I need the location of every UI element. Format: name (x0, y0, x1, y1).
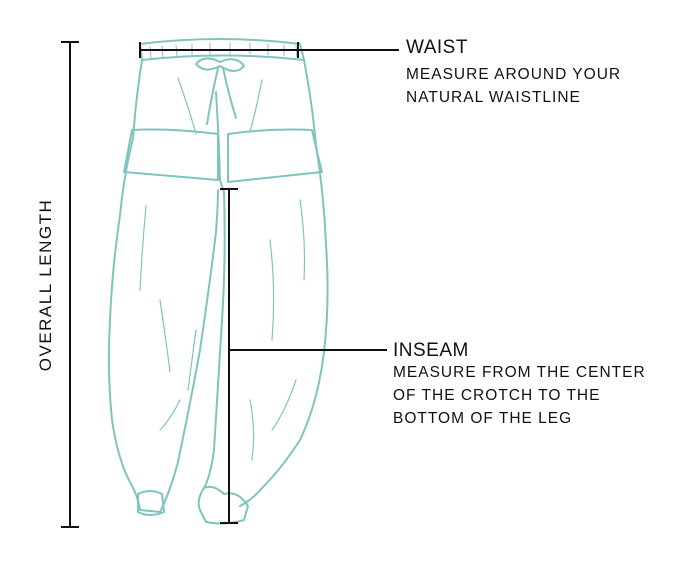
left-pocket (123, 128, 219, 181)
waist-title: WAIST (406, 37, 468, 58)
inseam-desc-line-2: OF THE CROTCH TO THE (393, 387, 601, 404)
drawstring-tails (206, 67, 237, 125)
inseam-title: INSEAM (393, 340, 469, 361)
inseam-description: MEASURE FROM THE CENTER OF THE CROTCH TO… (393, 361, 646, 430)
inseam-desc-line-1: MEASURE FROM THE CENTER (393, 364, 646, 381)
overall-length-label: OVERALL LENGTH (36, 198, 55, 372)
fabric-folds (139, 77, 306, 461)
left-hip-and-leg (107, 59, 219, 513)
right-leg-inner (203, 191, 226, 489)
measurement-guides (61, 41, 399, 528)
waist-description: MEASURE AROUND YOUR NATURAL WAISTLINE (406, 63, 621, 109)
waist-desc-line-2: NATURAL WAISTLINE (406, 89, 581, 106)
right-pocket (227, 128, 323, 183)
waist-desc-line-1: MEASURE AROUND YOUR (406, 66, 622, 83)
right-foot (197, 485, 249, 525)
left-cuff (137, 490, 165, 516)
pants-outline (107, 38, 329, 525)
drawstring-bow (195, 57, 245, 72)
inseam-desc-line-3: BOTTOM OF THE LEG (393, 410, 573, 427)
